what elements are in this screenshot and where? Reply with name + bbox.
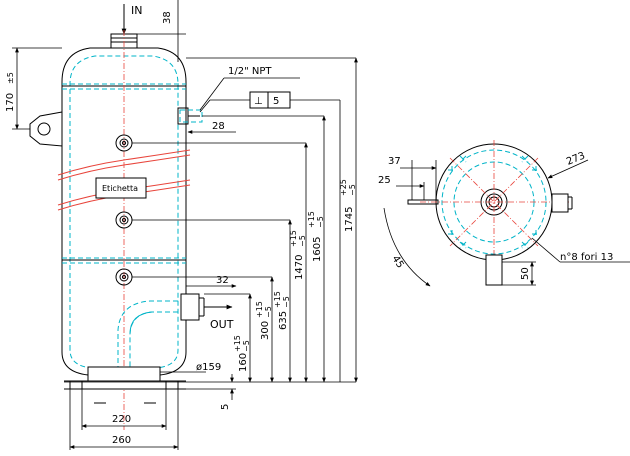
top-bottom-lug <box>485 254 503 286</box>
dim-28: 28 <box>212 121 225 132</box>
svg-text:−5: −5 <box>298 235 307 247</box>
dim-260: 260 <box>112 435 131 446</box>
dim-25: 25 <box>378 175 391 186</box>
svg-text:+15: +15 <box>289 230 298 247</box>
dim-300: 300 <box>260 321 271 340</box>
svg-text:−5: −5 <box>242 340 251 352</box>
top-right-fitting <box>551 193 569 213</box>
svg-text:−5: −5 <box>316 216 325 228</box>
dim-50: 50 <box>520 267 531 280</box>
dim-170: 170 <box>5 93 16 112</box>
dim-38: 38 <box>162 11 173 24</box>
svg-text:−5: −5 <box>282 296 291 308</box>
dim-1470: 1470 <box>294 255 305 280</box>
svg-text:+15: +15 <box>233 335 242 352</box>
tolerance-value: 5 <box>273 96 279 107</box>
svg-text:+25: +25 <box>339 179 348 196</box>
dim-635: 635 <box>278 311 289 330</box>
tolerance-symbol: ⊥ <box>254 96 263 107</box>
dim-45: 45 <box>389 254 405 271</box>
inlet-label: IN <box>131 4 142 17</box>
label-plate <box>95 177 147 199</box>
npt-label: 1/2" NPT <box>228 66 272 77</box>
dim-160: 160 <box>238 353 249 372</box>
svg-text:±5: ±5 <box>6 72 15 84</box>
label-plate-text: Etichetta <box>102 184 138 193</box>
side-view: IN <box>29 4 234 430</box>
svg-text:+15: +15 <box>307 211 316 228</box>
top-dimensions: 37 25 273 45 n°8 fori 13 50 <box>378 150 630 287</box>
dim-37: 37 <box>388 156 401 167</box>
dim-220: 220 <box>112 414 131 425</box>
dim-1745: 1745 <box>344 207 355 232</box>
dim-32: 32 <box>216 275 229 286</box>
outlet-nozzle <box>180 293 200 321</box>
lifting-lug <box>29 111 63 147</box>
svg-text:+15: +15 <box>273 291 282 308</box>
svg-text:−5: −5 <box>264 306 273 318</box>
svg-text:−5: −5 <box>348 184 357 196</box>
base-skirt <box>87 366 161 382</box>
dim-dia-159: ø159 <box>196 362 221 373</box>
top-view <box>407 140 573 286</box>
svg-text:+15: +15 <box>255 301 264 318</box>
dim-5: 5 <box>220 404 231 410</box>
dim-1605: 1605 <box>312 237 323 262</box>
bolt-holes <box>448 155 540 249</box>
holes-note: n°8 fori 13 <box>560 252 613 263</box>
side-dimensions: 38 170 ±5 1/2" NPT ⊥ 5 28 <box>5 0 358 450</box>
vessel-body <box>61 47 187 376</box>
top-left-pipe <box>407 199 439 205</box>
outlet-label: OUT <box>210 318 234 331</box>
